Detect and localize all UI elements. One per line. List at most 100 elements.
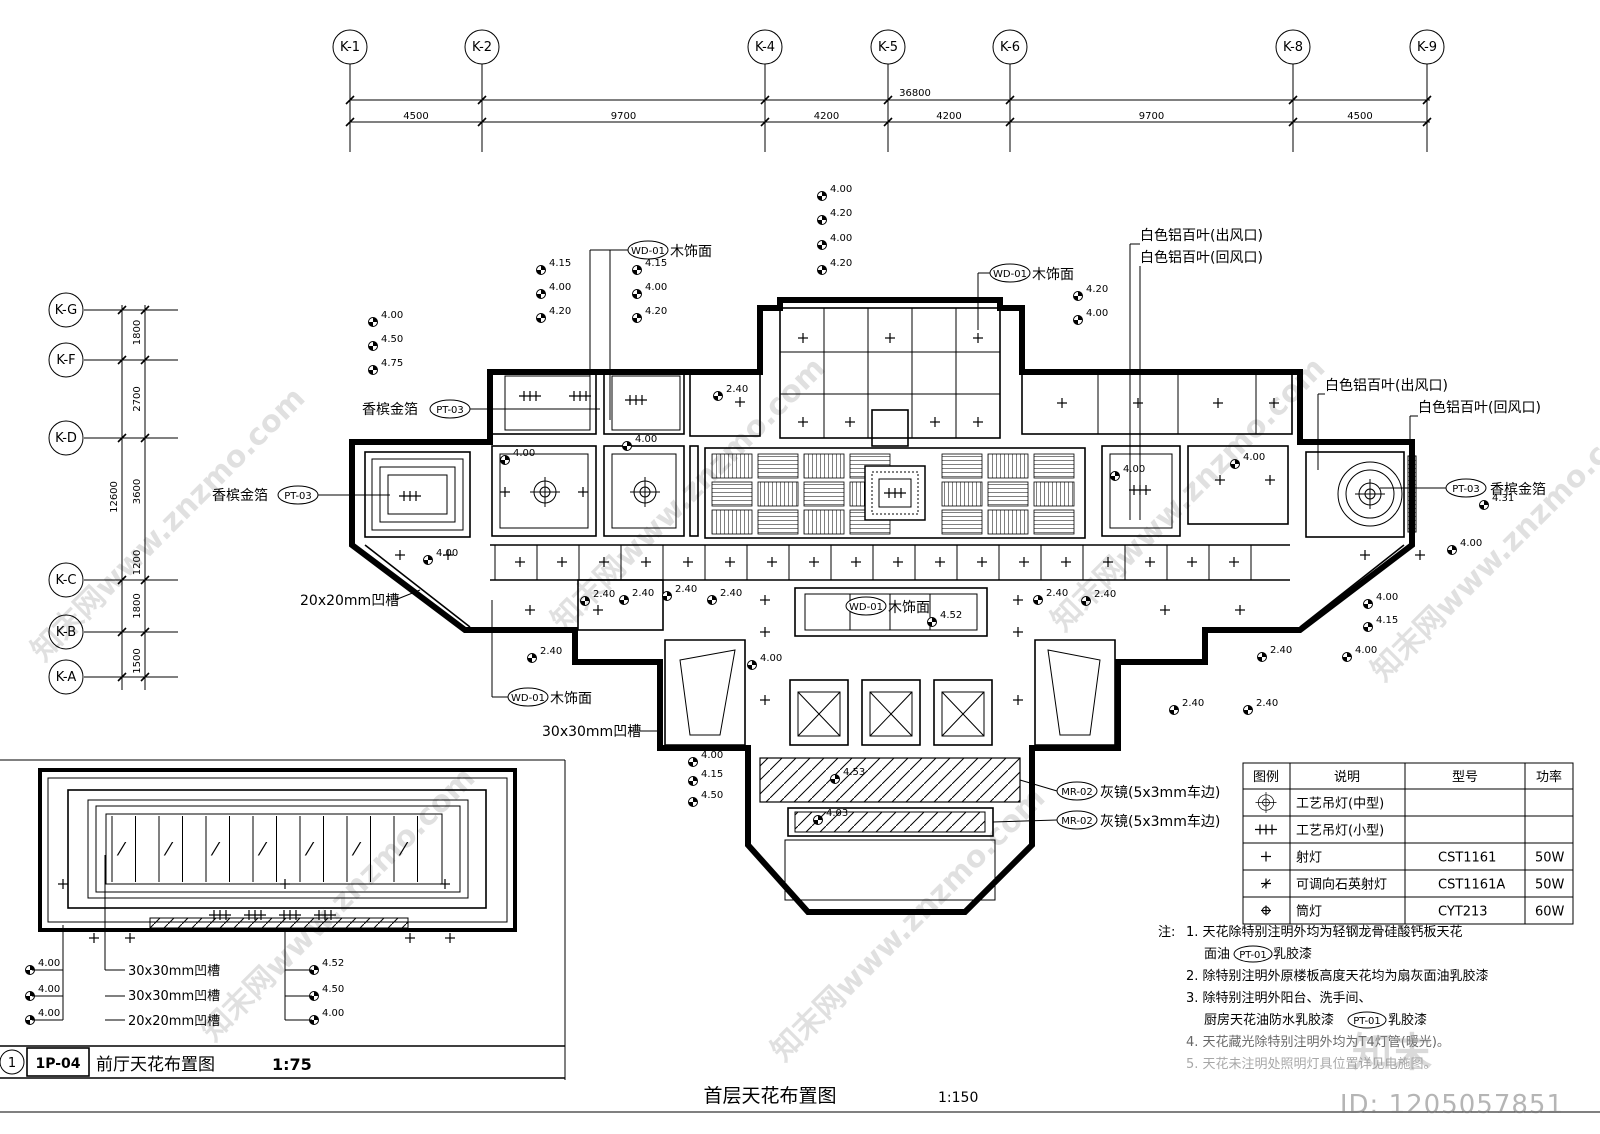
- panel-mark: ⁄: [163, 839, 174, 860]
- spotlight-icon: [1260, 850, 1272, 863]
- svg-text:WD-01: WD-01: [511, 693, 545, 704]
- detail-groove-30-a: 30x30mm凹槽: [128, 964, 220, 979]
- height-marker: 4.00: [747, 653, 782, 670]
- grid-bubble-left: [48, 614, 84, 650]
- wood-feature-ceiling: [794, 587, 988, 637]
- detail-number: 1: [8, 1056, 16, 1071]
- legend-header: 图例: [1253, 770, 1279, 785]
- grid-bubble-top: [464, 29, 500, 65]
- left-dimension-lines: 12600: [109, 305, 146, 690]
- svg-text:2.40: 2.40: [540, 646, 562, 657]
- height-marker: 4.00: [1447, 538, 1482, 555]
- svg-text:4.00: 4.00: [1355, 645, 1377, 656]
- height-marker: 4.00: [622, 434, 657, 451]
- adjustable-spotlight-icon: [1260, 877, 1272, 890]
- height-marker: 4.00: [25, 1008, 60, 1025]
- top-dimension-lines: 36800: [350, 88, 1430, 123]
- label-groove-30-main: 30x30mm凹槽: [542, 724, 641, 740]
- svg-text:4.52: 4.52: [322, 958, 344, 969]
- svg-text:PT-03: PT-03: [1452, 484, 1480, 495]
- tag-wd01-middle: [845, 596, 887, 616]
- grid-bubble-top: [747, 29, 783, 65]
- height-marker: 4.15: [1363, 615, 1398, 632]
- svg-text:WD-01: WD-01: [849, 602, 883, 613]
- dim-top: 9700: [611, 111, 636, 122]
- height-marker: 2.40: [707, 588, 742, 605]
- dim-top: 9700: [1139, 111, 1164, 122]
- svg-text:2.40: 2.40: [1094, 589, 1116, 600]
- grid-label-left: K-G: [55, 303, 77, 318]
- grid-label-top: K-8: [1283, 40, 1303, 55]
- label-champagne-gold-left: 香槟金箔: [212, 488, 268, 504]
- grid-label-left: K-D: [55, 431, 77, 446]
- legend-model: CYT213: [1438, 905, 1488, 920]
- svg-text:MR-02: MR-02: [1061, 787, 1093, 798]
- svg-text:4.31: 4.31: [1492, 493, 1514, 504]
- svg-text:4.00: 4.00: [513, 448, 535, 459]
- grid-label-top: K-4: [755, 40, 775, 55]
- height-marker: 4.53: [830, 767, 865, 784]
- svg-text:4.00: 4.00: [322, 1008, 344, 1019]
- svg-text:2.40: 2.40: [1256, 698, 1278, 709]
- grid-label-left: K-C: [56, 573, 77, 588]
- grid-bubble-left: [48, 562, 84, 598]
- svg-text:4.20: 4.20: [645, 306, 667, 317]
- note-1b-post: 乳胶漆: [1273, 946, 1312, 962]
- legend-header: 型号: [1452, 770, 1478, 785]
- svg-text:PT-03: PT-03: [436, 405, 464, 416]
- legend-power: 50W: [1535, 878, 1565, 893]
- height-marker: 2.40: [1169, 698, 1204, 715]
- height-marker: 2.40: [1243, 698, 1278, 715]
- grid-label-left: K-F: [56, 353, 75, 368]
- grid-label-top: K-5: [878, 40, 898, 55]
- svg-text:WD-01: WD-01: [631, 246, 665, 257]
- grid-label-top: K-2: [472, 40, 492, 55]
- height-marker: 4.52: [927, 610, 962, 627]
- detail-scale: 1:75: [272, 1055, 312, 1074]
- panel-mark: ⁄: [257, 839, 268, 860]
- watermark-logo: 知末: [1352, 1030, 1432, 1076]
- right-wing-ceiling-frame: [1305, 451, 1405, 538]
- watermark-id: ID: 1205057851: [1339, 1090, 1564, 1120]
- grid-bubble-top: [870, 29, 906, 65]
- main-scale: 1:150: [938, 1090, 978, 1106]
- height-marker: 4.20: [817, 208, 852, 225]
- panel-mark: ⁄: [398, 839, 409, 860]
- grid-bubble-top: [1409, 29, 1445, 65]
- svg-text:PT-03: PT-03: [284, 491, 312, 502]
- detail-front-hall-ceiling: ⁄⁄⁄⁄⁄⁄⁄ 30x30mm凹槽 30x30mm凹槽 20x20mm凹槽 1 …: [0, 759, 566, 1080]
- height-marker: 4.15: [632, 258, 667, 275]
- legend-desc: 筒灯: [1296, 904, 1322, 920]
- height-marker: 4.00: [632, 282, 667, 299]
- svg-text:4.15: 4.15: [549, 258, 571, 269]
- label-champagne-gold-right: 香槟金箔: [1490, 482, 1546, 498]
- height-marker: 4.20: [1073, 284, 1108, 301]
- height-marker: 4.03: [813, 808, 848, 825]
- height-marker: 4.00: [368, 310, 403, 327]
- grid-label-top: K-9: [1417, 40, 1437, 55]
- note-2: 2. 除特别注明外原楼板高度天花均为扇灰面油乳胶漆: [1186, 968, 1489, 984]
- svg-text:4.00: 4.00: [381, 310, 403, 321]
- detail-title: 前厅天花布置图: [96, 1055, 215, 1075]
- label-louver-in-top: 白色铝百叶(回风口): [1140, 249, 1263, 266]
- svg-text:4.00: 4.00: [1460, 538, 1482, 549]
- grid-bubble-left: [48, 659, 84, 695]
- dim-top: 4500: [1347, 111, 1372, 122]
- svg-text:4.00: 4.00: [645, 282, 667, 293]
- callouts: WD-01 木饰面 WD-01 木饰面 香槟金箔 PT-03 香槟金箔 PT-0…: [212, 227, 1546, 830]
- svg-text:4.53: 4.53: [843, 767, 865, 778]
- height-marker: 2.40: [1257, 645, 1292, 662]
- panel-mark: ⁄: [116, 839, 127, 860]
- height-marker: 4.31: [1479, 493, 1514, 510]
- detail-groove-20: 20x20mm凹槽: [128, 1014, 220, 1029]
- svg-text:木饰面: 木饰面: [670, 244, 712, 260]
- height-marker: 4.00: [1342, 645, 1377, 662]
- dim-left: 1800: [132, 593, 143, 618]
- dim-total-top: 36800: [899, 88, 931, 99]
- legend-desc: 工艺吊灯(中型): [1296, 797, 1384, 812]
- panel-mark: ⁄: [210, 839, 221, 860]
- height-marker: 4.00: [25, 958, 60, 975]
- grid-bubble-top: [1275, 29, 1311, 65]
- height-marker: 4.15: [536, 258, 571, 275]
